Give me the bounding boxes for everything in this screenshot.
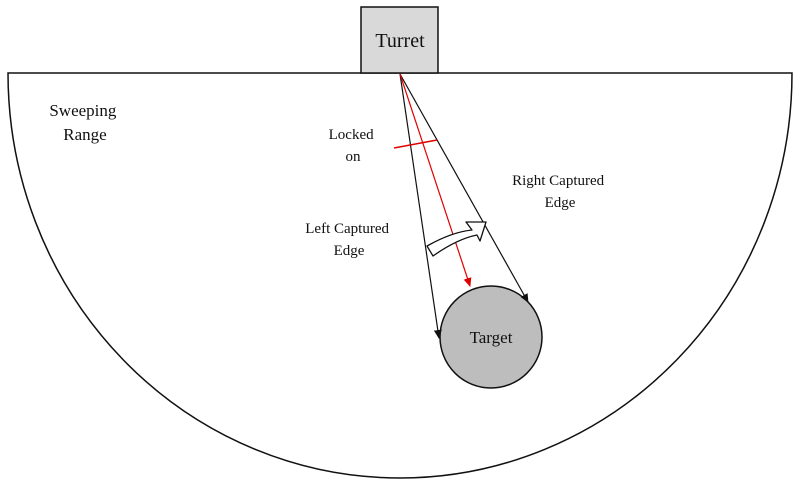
sweeping-range-label: Sweeping Range xyxy=(49,101,120,144)
left-edge-line1: Left Captured xyxy=(305,221,389,237)
right-edge-line1: Right Captured xyxy=(512,173,605,189)
left-edge-line2: Edge xyxy=(334,243,365,259)
locked-on-line xyxy=(399,73,472,287)
right-captured-edge-label: Right Captured Edge xyxy=(512,173,608,211)
sweeping-range-area xyxy=(7,72,793,479)
target-label: Target xyxy=(470,328,513,347)
turret-box xyxy=(360,6,439,74)
locked-on-tick xyxy=(393,139,438,149)
locked-on-line1: Locked xyxy=(329,127,374,143)
left-captured-edge-line xyxy=(399,73,442,339)
left-captured-edge-label: Left Captured Edge xyxy=(305,221,392,259)
sweeping-range-line2: Range xyxy=(63,125,106,144)
sweep-direction-arrow xyxy=(426,221,487,257)
right-edge-line2: Edge xyxy=(545,195,576,211)
right-captured-edge-line xyxy=(399,73,529,303)
turret-label: Turret xyxy=(375,30,425,52)
locked-on-line2: on xyxy=(346,149,362,165)
locked-on-label: Locked on xyxy=(329,127,378,165)
sweeping-range-line1: Sweeping xyxy=(49,101,117,120)
